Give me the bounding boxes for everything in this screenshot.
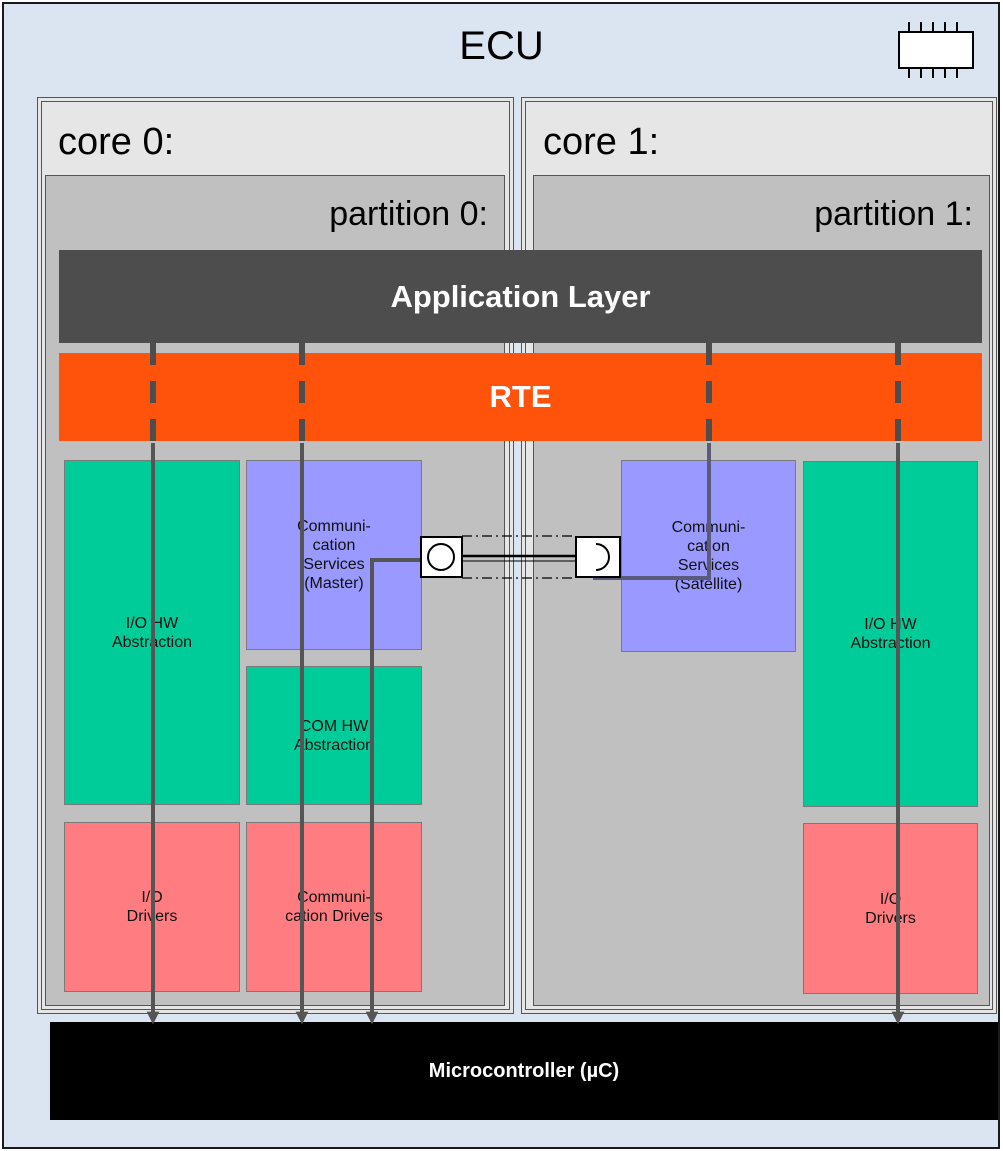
partition-1-label: partition 1: — [814, 195, 973, 233]
required-port-icon — [575, 536, 621, 578]
application-layer: Application Layer — [59, 250, 982, 343]
provided-port-icon — [420, 536, 463, 578]
core1-io-hw-abstraction: I/O HW Abstraction — [803, 461, 978, 807]
core-1-label: core 1: — [543, 121, 660, 163]
core0-communication-drivers: Communi- cation Drivers — [246, 822, 422, 992]
partition-0-label: partition 0: — [329, 195, 488, 233]
microcontroller: Microcontroller (µC) — [50, 1022, 998, 1120]
chip-icon — [898, 22, 974, 78]
inter-core-link — [462, 535, 576, 579]
core1-io-drivers: I/O Drivers — [803, 823, 978, 994]
satellite-signal-path — [593, 443, 711, 580]
core0-communication-services-master: Communi- cation Services (Master) — [246, 460, 422, 650]
ecu-title: ECU — [459, 24, 544, 68]
core0-com-hw-abstraction: COM HW Abstraction — [246, 666, 422, 805]
rte-dashed-connectors — [150, 343, 901, 443]
core-0-label: core 0: — [58, 121, 175, 163]
arrow-master-to-mcu — [365, 558, 422, 1025]
rte-layer: RTE — [59, 353, 982, 441]
